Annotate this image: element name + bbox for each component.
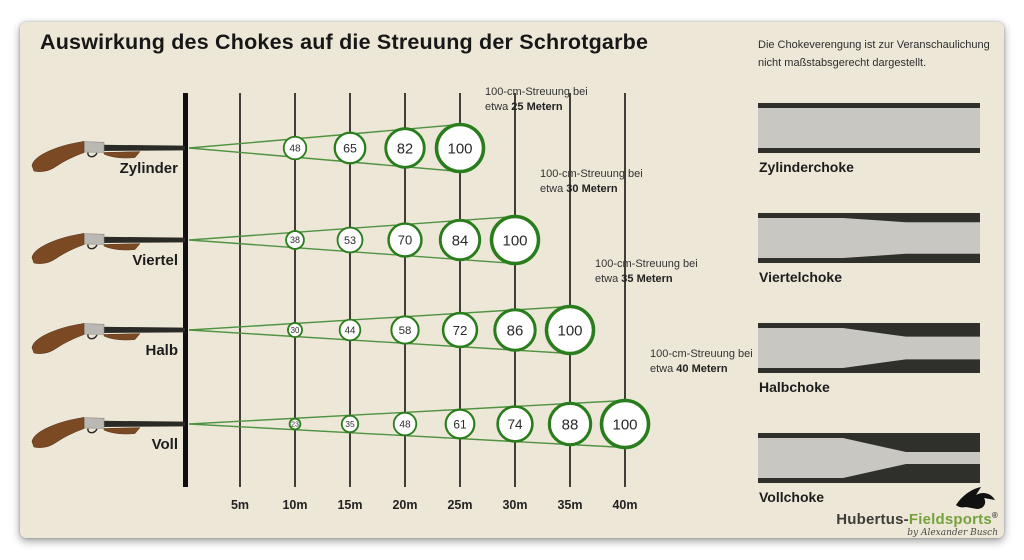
choke-diagram-viertelchoke: Viertelchoke	[758, 213, 980, 285]
spread-circle-voll-20m	[392, 411, 418, 437]
distance-label-40m: 40m	[612, 498, 637, 512]
spread-circle-halb-25m	[441, 311, 479, 349]
brand-logo: Hubertus-Fieldsports® by Alexander Busch	[836, 485, 998, 538]
distance-label-20m: 20m	[392, 498, 417, 512]
spread-circle-halb-20m	[390, 315, 420, 345]
spread-value-viertel-10m: 38	[290, 235, 300, 245]
distance-label-10m: 10m	[282, 498, 307, 512]
row-label-viertel: Viertel	[132, 252, 178, 269]
choke-wall-top-zylinderchoke	[758, 103, 980, 108]
brand-name-dark: Hubertus-	[836, 511, 909, 528]
annotation-line2-viertel: etwa 30 Metern	[540, 183, 618, 195]
choke-wall-top-halbchoke	[758, 323, 980, 337]
spread-circle-voll-10m	[288, 417, 302, 431]
brand-name-green: Fieldsports	[908, 511, 992, 528]
choke-label-halbchoke: Halbchoke	[759, 379, 830, 395]
spread-value-halb-30m: 86	[507, 322, 524, 339]
spread-circle-voll-30m	[496, 405, 534, 443]
spread-circle-zylinder-10m	[282, 135, 308, 161]
scale-disclaimer-note: Die Chokeverengung ist zur Veranschaulic…	[758, 36, 998, 72]
spread-value-voll-10m: 23	[291, 422, 299, 429]
spread-value-voll-20m: 48	[399, 420, 411, 431]
spread-value-zylinder-15m: 65	[343, 141, 357, 155]
choke-label-zylinderchoke: Zylinderchoke	[759, 159, 854, 175]
choke-wall-bottom-zylinderchoke	[758, 148, 980, 153]
spread-value-viertel-25m: 84	[452, 233, 469, 249]
distance-label-30m: 30m	[502, 498, 527, 512]
choke-wall-bottom-halbchoke	[758, 359, 980, 373]
spread-circle-halb-35m	[544, 304, 596, 356]
annotation-line2-zylinder: etwa 25 Metern	[485, 101, 563, 113]
spread-value-zylinder-10m: 48	[289, 144, 301, 155]
choke-diagram-zylinderchoke: Zylinderchoke	[758, 103, 980, 175]
spread-value-halb-35m: 100	[557, 322, 582, 339]
distance-label-5m: 5m	[231, 498, 249, 512]
spread-circle-viertel-25m	[438, 218, 482, 262]
brand-byline: by Alexander Busch	[907, 528, 998, 538]
spread-value-halb-15m: 44	[345, 325, 356, 336]
spread-value-voll-40m: 100	[612, 416, 637, 433]
distance-label-25m: 25m	[447, 498, 472, 512]
spread-circle-zylinder-20m	[384, 127, 426, 169]
spread-value-halb-10m: 30	[291, 326, 300, 335]
annotation-line1-halb: 100-cm-Streuung bei	[595, 258, 698, 270]
spread-value-viertel-15m: 53	[344, 235, 356, 247]
spread-circle-viertel-20m	[387, 222, 423, 258]
spread-circle-halb-10m	[287, 322, 303, 338]
spread-circle-voll-25m	[444, 408, 476, 440]
page-title: Auswirkung des Chokes auf die Streuung d…	[40, 30, 649, 54]
choke-label-vollchoke: Vollchoke	[759, 489, 824, 505]
spread-value-voll-25m: 61	[453, 417, 467, 431]
spread-value-voll-30m: 74	[507, 417, 523, 432]
spread-value-viertel-30m: 100	[502, 232, 527, 249]
spread-circle-voll-40m	[599, 398, 651, 450]
spread-circle-viertel-15m	[336, 226, 364, 254]
spread-value-zylinder-20m: 82	[397, 141, 413, 157]
row-label-halb: Halb	[145, 342, 178, 359]
spread-circle-zylinder-15m	[333, 131, 367, 165]
bird-icon	[956, 487, 995, 509]
muzzle-line	[183, 93, 188, 487]
distance-label-35m: 35m	[557, 498, 582, 512]
spread-circle-viertel-10m	[285, 230, 305, 250]
choke-wall-bottom-viertelchoke	[758, 253, 980, 263]
choke-diagram-vollchoke: Vollchoke	[758, 433, 980, 505]
distance-label-15m: 15m	[337, 498, 362, 512]
choke-label-viertelchoke: Viertelchoke	[759, 269, 842, 285]
spread-value-zylinder-25m: 100	[447, 140, 472, 157]
annotation-line1-voll: 100-cm-Streuung bei	[650, 348, 753, 360]
annotation-line1-viertel: 100-cm-Streuung bei	[540, 168, 643, 180]
row-label-zylinder: Zylinder	[120, 160, 179, 177]
choke-bore-zylinderchoke	[758, 103, 980, 153]
cone-line-lower-zylinder	[188, 147, 461, 173]
spread-circle-viertel-30m	[489, 214, 541, 266]
row-label-voll: Voll	[152, 436, 178, 453]
spread-circle-halb-15m	[338, 318, 362, 342]
spread-circle-voll-15m	[340, 414, 360, 434]
spread-value-halb-25m: 72	[453, 323, 468, 338]
spread-circle-zylinder-25m	[434, 122, 486, 174]
spread-circle-halb-30m	[493, 308, 537, 352]
choke-diagram-halbchoke: Halbchoke	[758, 323, 980, 395]
spread-circle-voll-35m	[547, 401, 593, 447]
choke-wall-top-viertelchoke	[758, 213, 980, 223]
note-line-1: Die Chokeverengung ist zur Veranschaulic…	[758, 39, 990, 51]
cone-line-upper-zylinder	[188, 123, 461, 149]
annotation-line1-zylinder: 100-cm-Streuung bei	[485, 86, 588, 98]
registered-mark: ®	[991, 511, 998, 520]
choke-wall-top-vollchoke	[758, 433, 980, 452]
annotation-line2-halb: etwa 35 Metern	[595, 273, 673, 285]
spread-value-halb-20m: 58	[399, 325, 412, 337]
brand-name: Hubertus-Fieldsports®	[836, 511, 998, 528]
spread-value-voll-35m: 88	[562, 416, 579, 433]
spread-value-voll-15m: 35	[345, 419, 355, 429]
spread-value-viertel-20m: 70	[398, 233, 413, 248]
note-line-2: nicht maßstabsgerecht dargestellt.	[758, 57, 927, 69]
choke-wall-bottom-vollchoke	[758, 464, 980, 483]
annotation-line2-voll: etwa 40 Metern	[650, 363, 728, 375]
